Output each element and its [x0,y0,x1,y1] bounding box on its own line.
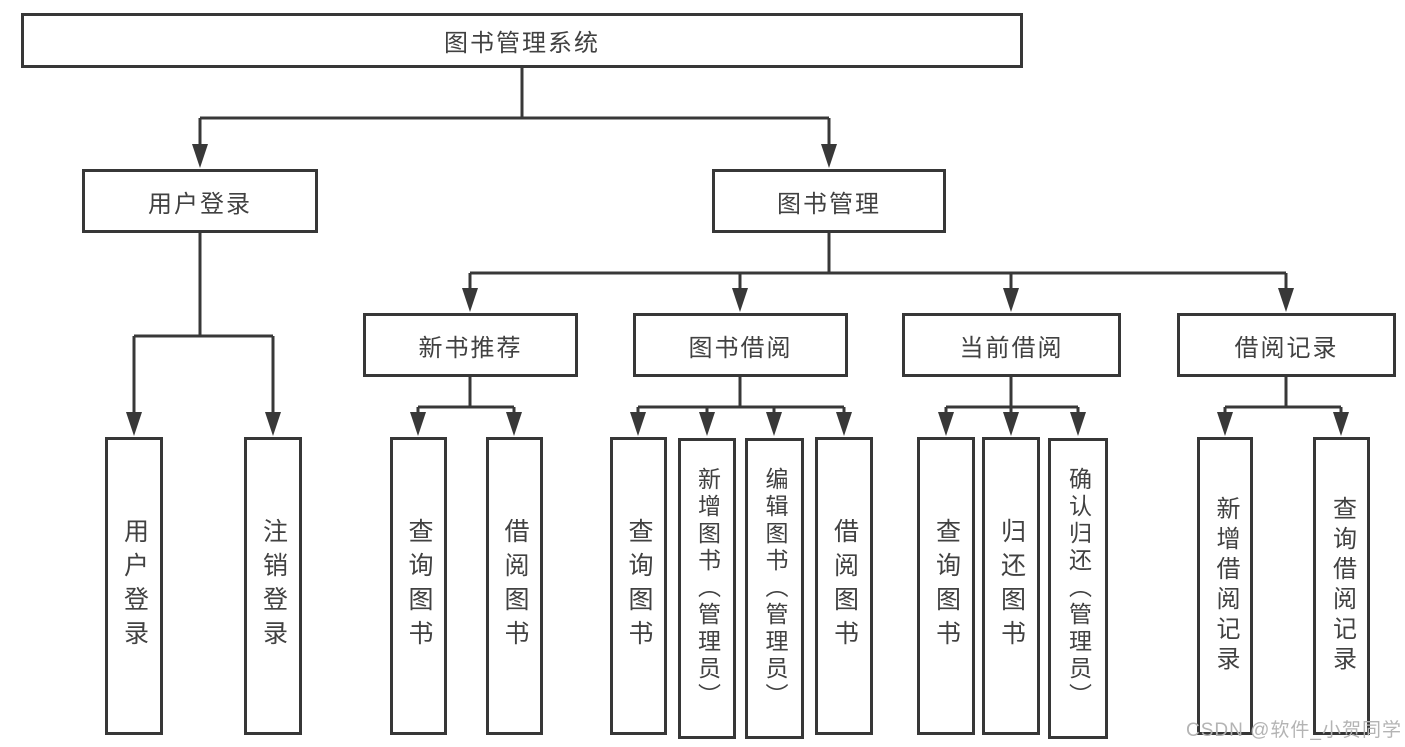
leaf-edit-books-admin: 编辑图书（管理员） [745,438,804,739]
node-new-book-recommend: 新书推荐 [363,313,578,377]
node-current-borrow-label: 当前借阅 [959,334,1064,362]
leaf-add-borrow-record: 新增借阅记录 [1197,437,1253,735]
leaf-query-borrow-record: 查询借阅记录 [1313,437,1370,735]
node-book-borrow-label: 图书借阅 [688,334,793,362]
node-book-borrow: 图书借阅 [633,313,848,377]
node-current-borrow: 当前借阅 [902,313,1121,377]
leaf-borrow-books: 借阅图书 [815,437,873,735]
node-root-label: 图书管理系统 [444,30,600,57]
node-borrow-records: 借阅记录 [1177,313,1396,377]
node-user-login: 用户登录 [82,169,318,233]
node-book-management-label: 图书管理 [777,190,881,218]
leaf-add-borrow-record-label: 新增借阅记录 [1212,496,1239,676]
leaf-user-login-label: 用户登录 [120,518,149,654]
leaf-query-books-recommend: 查询图书 [390,437,447,735]
node-borrow-records-label: 借阅记录 [1234,334,1339,362]
node-user-login-label: 用户登录 [148,190,252,218]
leaf-add-books-admin: 新增图书（管理员） [678,438,736,739]
leaf-borrow-books-recommend-label: 借阅图书 [501,518,529,654]
leaf-query-books-current-label: 查询图书 [932,518,961,654]
node-new-book-recommend-label: 新书推荐 [418,334,523,362]
leaf-query-books-borrow: 查询图书 [610,437,667,735]
leaf-query-books-borrow-label: 查询图书 [625,518,653,654]
leaf-borrow-books-recommend: 借阅图书 [486,437,543,735]
node-root: 图书管理系统 [21,13,1023,68]
leaf-confirm-return-admin-label: 确认归还（管理员） [1065,467,1092,710]
leaf-add-books-admin-label: 新增图书（管理员） [694,467,721,710]
leaf-return-books-label: 归还图书 [997,518,1026,654]
leaf-borrow-books-label: 借阅图书 [830,518,859,654]
leaf-edit-books-admin-label: 编辑图书（管理员） [762,467,788,710]
leaf-logout: 注销登录 [244,437,302,735]
watermark: CSDN @软件_小贺同学 [1186,720,1402,741]
leaf-query-borrow-record-label: 查询借阅记录 [1328,496,1356,676]
leaf-query-books-recommend-label: 查询图书 [405,518,433,654]
leaf-query-books-current: 查询图书 [917,437,975,735]
leaf-logout-label: 注销登录 [259,518,288,654]
leaf-user-login: 用户登录 [105,437,163,735]
leaf-return-books: 归还图书 [982,437,1040,735]
leaf-confirm-return-admin: 确认归还（管理员） [1048,438,1108,739]
node-book-management: 图书管理 [712,169,946,233]
